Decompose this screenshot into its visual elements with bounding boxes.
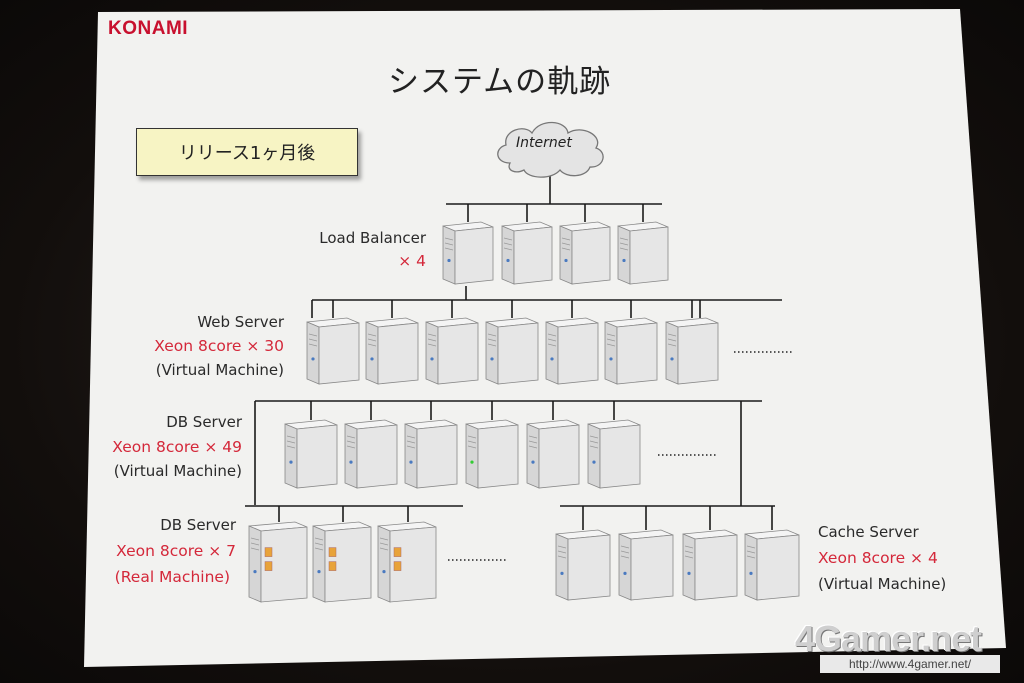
brand-logo: KONAMI bbox=[108, 18, 189, 39]
cache-server-4 bbox=[744, 529, 800, 601]
load-balancer-server-2 bbox=[501, 221, 553, 285]
db-real-server-3 bbox=[377, 521, 437, 603]
web-server-6 bbox=[604, 317, 658, 385]
server-group bbox=[248, 221, 800, 603]
db-vm-server-5 bbox=[526, 419, 580, 489]
lb-name: Load Balancer bbox=[319, 229, 426, 247]
db-vm-server-2 bbox=[344, 419, 398, 489]
dbvm-spec: Xeon 8core × 49 bbox=[112, 438, 242, 456]
web-server-7 bbox=[665, 317, 719, 385]
cache-type: (Virtual Machine) bbox=[818, 575, 947, 593]
web-server-2 bbox=[365, 317, 419, 385]
db-vm-server-6 bbox=[587, 419, 641, 489]
dbreal-name: DB Server bbox=[160, 516, 236, 534]
load-balancer-server-1 bbox=[442, 221, 494, 285]
cache-server-1 bbox=[555, 529, 611, 601]
dbvm-name: DB Server bbox=[166, 413, 242, 431]
db-real-server-1 bbox=[248, 521, 308, 603]
web-server-3 bbox=[425, 317, 479, 385]
cache-spec: Xeon 8core × 4 bbox=[818, 549, 938, 567]
web-type: (Virtual Machine) bbox=[155, 361, 284, 379]
db-vm-server-3 bbox=[404, 419, 458, 489]
cache-name: Cache Server bbox=[818, 523, 919, 541]
db-vm-server-1 bbox=[284, 419, 338, 489]
web-spec: Xeon 8core × 30 bbox=[154, 337, 284, 355]
web-server-4 bbox=[485, 317, 539, 385]
dbvm-type: (Virtual Machine) bbox=[113, 462, 242, 480]
dbreal-spec: Xeon 8core × 7 bbox=[116, 542, 236, 560]
load-balancer-server-3 bbox=[559, 221, 611, 285]
internet-cloud-icon bbox=[497, 121, 604, 178]
web-server-5 bbox=[545, 317, 599, 385]
load-balancer-server-4 bbox=[617, 221, 669, 285]
dbreal-type: (Real Machine) bbox=[114, 568, 230, 586]
web-name: Web Server bbox=[197, 313, 284, 331]
release-badge: リリース1ヶ月後 bbox=[136, 128, 358, 176]
internet-label: Internet bbox=[516, 135, 572, 151]
cache-server-3 bbox=[682, 529, 738, 601]
web-server-1 bbox=[306, 317, 360, 385]
watermark-logo: 4Gamer.net bbox=[795, 618, 982, 659]
db-vm-server-4 bbox=[465, 419, 519, 489]
watermark-url: http://www.4gamer.net/ bbox=[820, 655, 1000, 673]
cache-server-2 bbox=[618, 529, 674, 601]
network-lines bbox=[245, 176, 782, 530]
lb-count: × 4 bbox=[398, 252, 426, 270]
slide-title: システムの軌跡 bbox=[388, 64, 612, 100]
db-real-server-2 bbox=[312, 521, 372, 603]
